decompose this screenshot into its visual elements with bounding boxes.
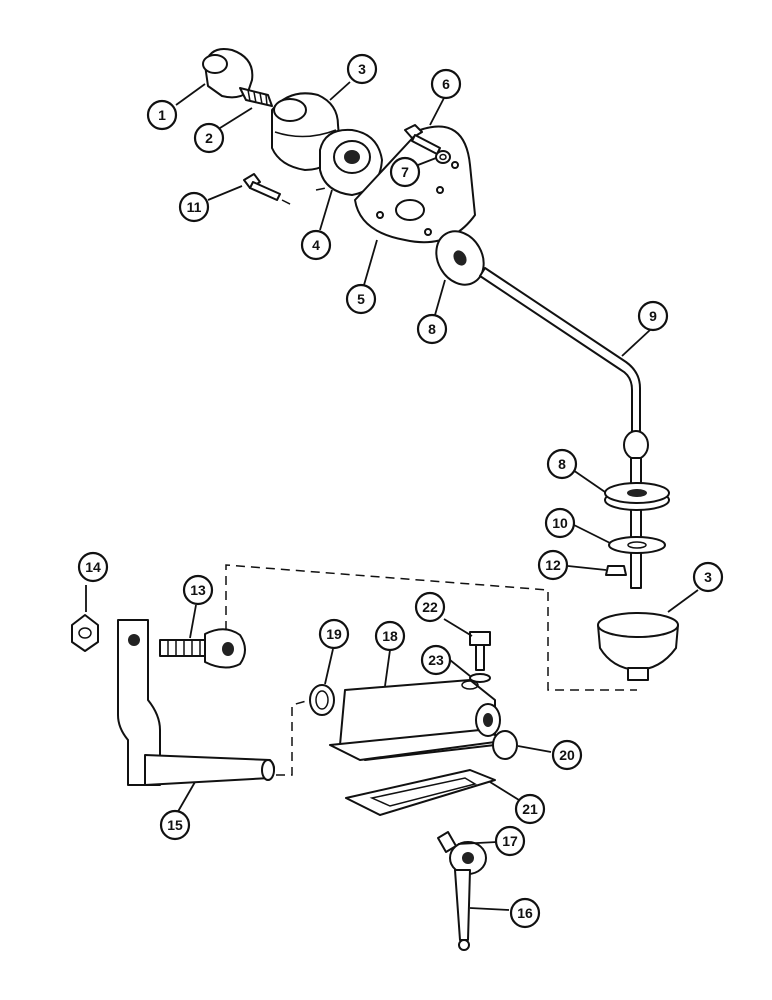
part-rod-end-13	[159, 628, 246, 669]
callout-18: 18	[374, 620, 406, 652]
leader-17	[457, 841, 498, 845]
part-ball-socket	[319, 128, 383, 196]
svg-text:23: 23	[428, 652, 444, 668]
svg-text:3: 3	[704, 569, 712, 585]
callout-22: 22	[414, 591, 446, 623]
callout-7: 7	[389, 156, 421, 188]
part-bolt-11	[243, 173, 281, 201]
part-boot-lower	[597, 612, 679, 681]
svg-text:21: 21	[522, 801, 538, 817]
svg-text:5: 5	[357, 291, 365, 307]
leader-2	[219, 107, 253, 129]
leader-13	[189, 604, 197, 639]
svg-text:20: 20	[559, 747, 575, 763]
svg-text:11: 11	[187, 199, 202, 215]
part-washer-7	[435, 150, 451, 164]
svg-text:6: 6	[442, 76, 450, 92]
svg-text:18: 18	[382, 628, 398, 644]
leader-1	[175, 83, 206, 106]
leader-3a	[329, 81, 351, 101]
callout-15: 15	[159, 809, 191, 841]
callout-12: 12	[537, 549, 569, 581]
assembly-line-4-to-11	[281, 187, 327, 206]
leader-15	[175, 781, 196, 816]
leader-19	[324, 648, 334, 685]
callout-3-top: 3	[346, 53, 378, 85]
leader-16	[469, 907, 510, 911]
leader-18	[384, 649, 391, 687]
callout-21: 21	[514, 793, 546, 825]
leader-9	[621, 329, 651, 357]
callout-16: 16	[509, 897, 541, 929]
part-flange-lower	[604, 482, 670, 511]
svg-text:4: 4	[312, 237, 320, 253]
callout-8-lower: 8	[546, 448, 578, 480]
part-arm-15	[117, 619, 275, 786]
svg-text:12: 12	[545, 557, 561, 573]
leader-6	[429, 97, 445, 126]
part-threaded-stem	[239, 87, 273, 107]
leader-12	[567, 565, 607, 571]
callout-11: 11	[178, 191, 210, 223]
leader-8a	[434, 279, 446, 316]
leader-4	[319, 189, 333, 231]
callout-4: 4	[300, 229, 332, 261]
leader-7	[417, 157, 437, 166]
part-knob	[202, 48, 254, 99]
part-nut-12	[605, 565, 627, 576]
part-nut-14	[71, 614, 99, 652]
callout-13: 13	[182, 574, 214, 606]
callout-9: 9	[637, 300, 669, 332]
svg-text:7: 7	[401, 164, 409, 180]
part-plug-20	[492, 730, 518, 760]
part-gasket-10	[608, 536, 666, 554]
svg-text:9: 9	[649, 308, 657, 324]
part-washer-23	[469, 673, 491, 683]
callout-2: 2	[193, 122, 225, 154]
leader-11	[207, 185, 243, 201]
leader-23	[449, 659, 471, 677]
svg-text:15: 15	[167, 817, 183, 833]
assembly-line-15-to-19	[276, 699, 311, 776]
callout-5: 5	[345, 283, 377, 315]
svg-text:3: 3	[358, 61, 366, 77]
callout-10: 10	[544, 507, 576, 539]
callout-19: 19	[318, 618, 350, 650]
part-seal-19	[309, 684, 335, 716]
leader-3b	[667, 589, 699, 613]
svg-text:14: 14	[85, 559, 101, 575]
assembly-line-13-to-3	[225, 564, 637, 691]
leader-20	[517, 745, 552, 753]
svg-text:22: 22	[422, 599, 438, 615]
svg-text:19: 19	[326, 626, 342, 642]
leader-22	[443, 618, 473, 637]
leader-10	[573, 524, 611, 544]
callout-20: 20	[551, 739, 583, 771]
part-bolt-22	[469, 631, 491, 671]
svg-text:10: 10	[552, 515, 568, 531]
svg-text:13: 13	[190, 582, 206, 598]
callout-8-top: 8	[416, 313, 448, 345]
part-housing-18	[329, 679, 511, 761]
leader-5	[363, 239, 378, 286]
callout-14: 14	[77, 551, 109, 583]
part-gasket-21	[345, 769, 496, 816]
leader-8b	[572, 469, 606, 493]
svg-text:8: 8	[558, 456, 566, 472]
svg-text:17: 17	[502, 833, 518, 849]
svg-text:1: 1	[158, 107, 166, 123]
callout-23: 23	[420, 644, 452, 676]
part-shift-lever-16	[449, 841, 487, 951]
leader-21	[489, 781, 520, 801]
callout-6: 6	[430, 68, 462, 100]
svg-text:8: 8	[428, 321, 436, 337]
callout-17: 17	[494, 825, 526, 857]
svg-text:16: 16	[517, 905, 533, 921]
part-flange-top	[435, 230, 485, 286]
svg-text:2: 2	[205, 130, 213, 146]
callout-1: 1	[146, 99, 178, 131]
callout-3-lower: 3	[692, 561, 724, 593]
